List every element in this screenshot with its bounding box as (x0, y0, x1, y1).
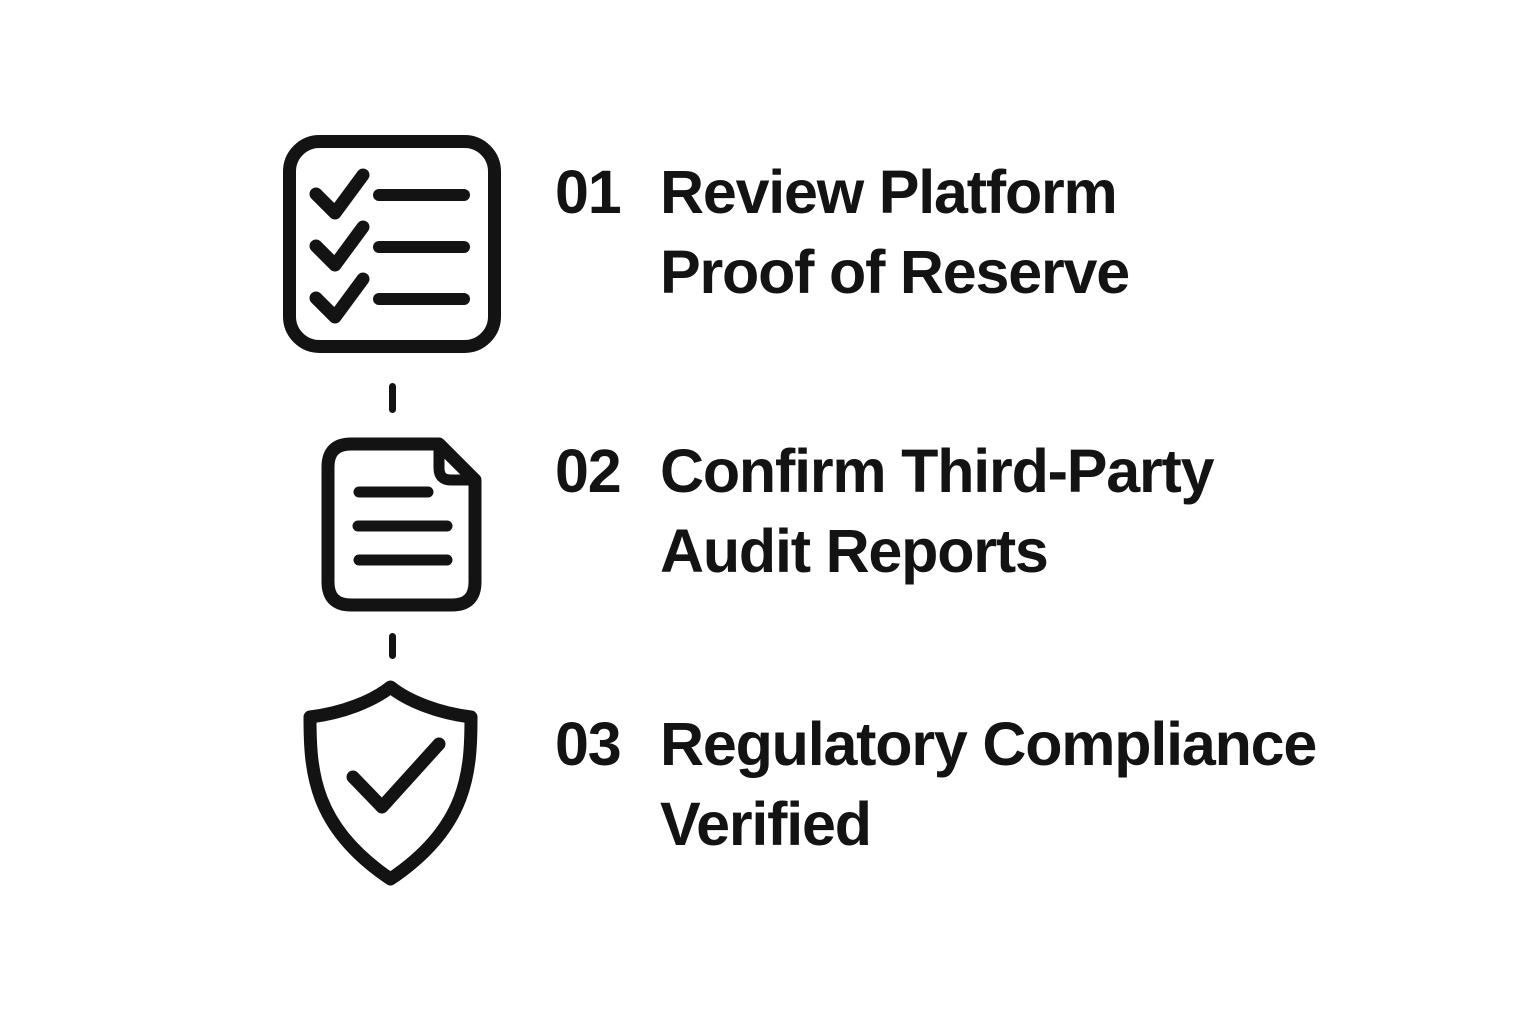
shield-check-icon (301, 679, 480, 887)
step-row: 02 Confirm Third-Party Audit Reports (555, 431, 1215, 591)
step-row: 01 Review Platform Proof of Reserve (555, 152, 1130, 312)
step-title: Review Platform Proof of Reserve (660, 158, 1130, 306)
step-title: Regulatory Compliance Verified (660, 710, 1317, 858)
step-row: 03 Regulatory Compliance Verified (555, 704, 1317, 864)
step-number: 02 (555, 437, 622, 505)
checklist-icon (282, 134, 502, 354)
step-number: 03 (555, 710, 622, 778)
step-title: Confirm Third-Party Audit Reports (660, 437, 1215, 585)
step-number: 01 (555, 158, 622, 226)
connector-line (389, 633, 396, 659)
connector-line (389, 383, 396, 413)
document-icon (321, 437, 482, 612)
